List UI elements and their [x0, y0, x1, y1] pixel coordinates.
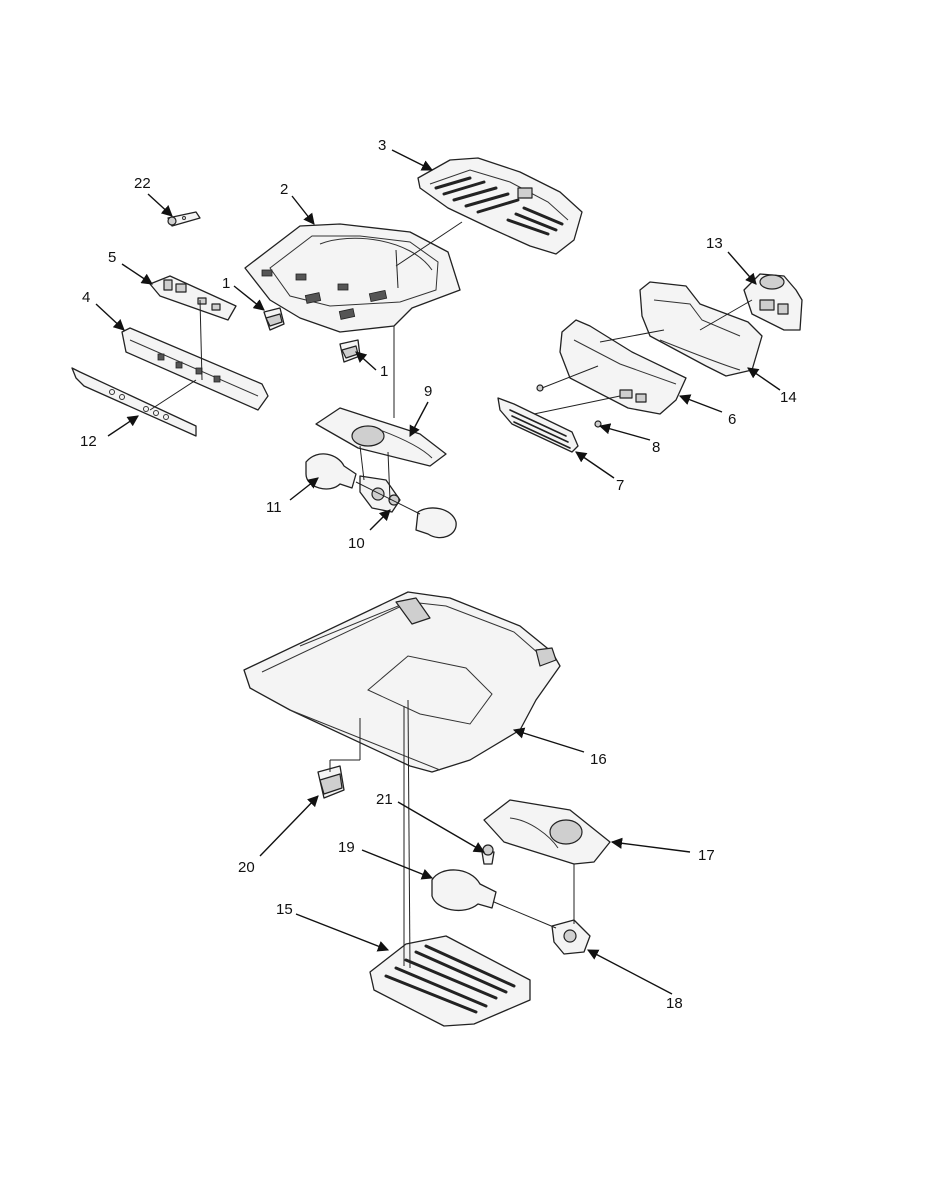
callout-1-upper: 1	[222, 275, 230, 292]
part-19-bulb	[431, 869, 497, 912]
callout-19: 19	[338, 839, 355, 856]
part-3-top-cover	[417, 157, 583, 255]
callout-4: 4	[82, 289, 90, 306]
callout-20: 20	[238, 859, 255, 876]
callout-12: 12	[80, 433, 97, 450]
part-5-control-board	[149, 275, 237, 321]
part-12-overlay-label	[71, 367, 197, 437]
part-17-light-shield	[483, 799, 611, 865]
callout-10: 10	[348, 535, 365, 552]
callout-15: 15	[276, 901, 293, 918]
part-16-ceiling-housing	[243, 591, 561, 773]
assembly-guide-lines	[149, 221, 753, 969]
part-18-socket	[551, 919, 591, 955]
callout-1-lower: 1	[380, 363, 388, 380]
part-15-lens-tray	[369, 935, 531, 1027]
callout-labels: 3 22 2 5 1 4 1 12 9 11 10 13 14 6 8 7 16…	[80, 137, 797, 1012]
callout-leaders	[95, 149, 781, 995]
callout-18: 18	[666, 995, 683, 1012]
callout-16: 16	[590, 751, 607, 768]
part-13-damper-assembly	[743, 273, 803, 331]
callout-5: 5	[108, 249, 116, 266]
callout-17: 17	[698, 847, 715, 864]
part-1-switch-lower	[339, 339, 361, 363]
callout-2: 2	[280, 181, 288, 198]
callout-8: 8	[652, 439, 660, 456]
part-9-light-shield	[315, 407, 447, 467]
callout-7: 7	[616, 477, 624, 494]
callout-21: 21	[376, 791, 393, 808]
callout-22: 22	[134, 175, 151, 192]
part-20-switch	[317, 765, 345, 799]
callout-14: 14	[780, 389, 797, 406]
part-6-trim-housing	[559, 319, 687, 415]
part-1-switch-upper	[263, 307, 285, 331]
callout-3: 3	[378, 137, 386, 154]
callout-13: 13	[706, 235, 723, 252]
callout-9: 9	[424, 383, 432, 400]
part-4-front-panel	[121, 327, 269, 411]
callout-11: 11	[266, 499, 282, 516]
callout-6: 6	[728, 411, 736, 428]
part-21-screw	[481, 844, 495, 865]
part-2-control-housing	[244, 223, 461, 333]
part-7-grille	[497, 397, 579, 453]
part-22-fastener	[167, 211, 201, 227]
